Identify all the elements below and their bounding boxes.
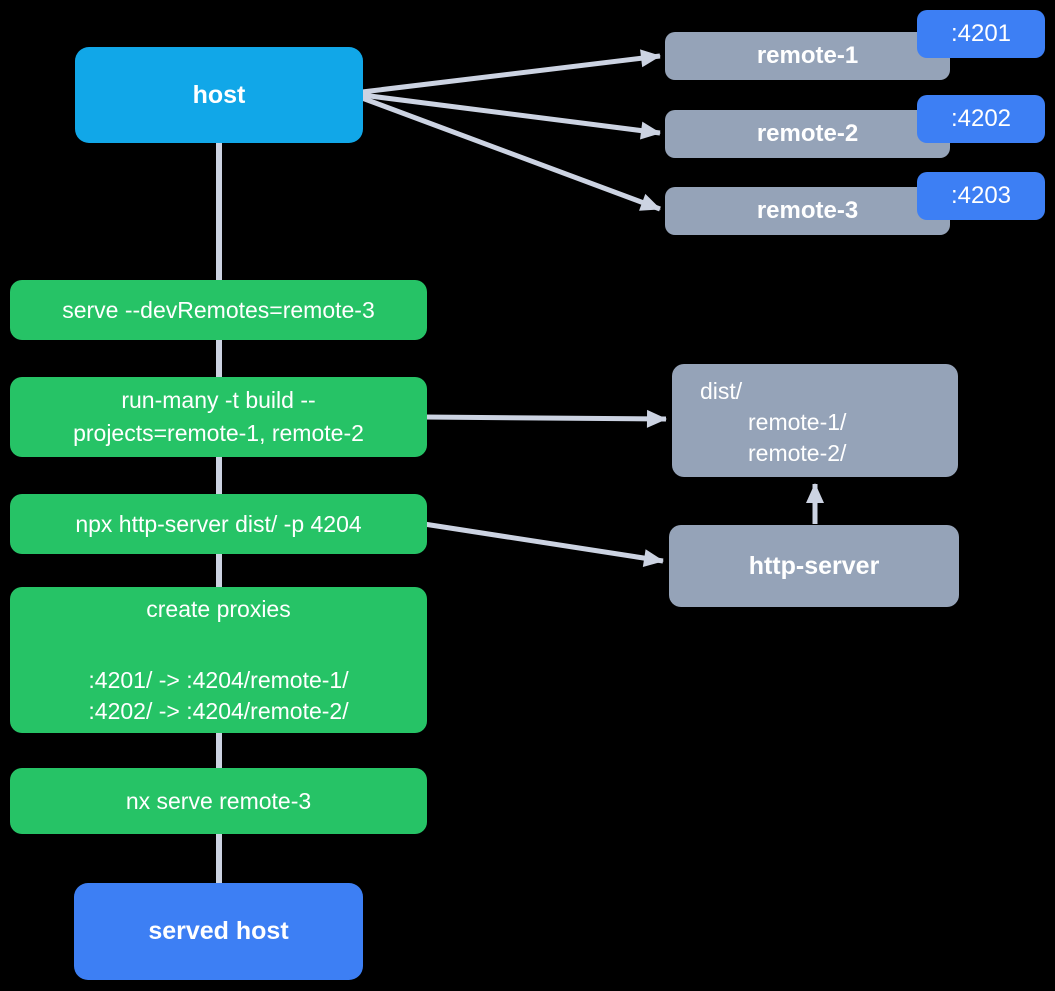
command-npx-http-server: npx http-server dist/ -p 4204 bbox=[10, 494, 427, 554]
port-badge-4203: :4203 bbox=[917, 172, 1045, 220]
port-badge-4201: :4201 bbox=[917, 10, 1045, 58]
port-badge-4202: :4202 bbox=[917, 95, 1045, 143]
dist-folder-line: remote-2/ bbox=[748, 440, 847, 466]
host-node: host bbox=[75, 47, 363, 143]
command-line: nx serve remote-3 bbox=[125, 787, 312, 814]
dist-folder-line: remote-1/ bbox=[748, 409, 847, 435]
arrow-host-to-remote-1 bbox=[361, 49, 661, 95]
remote-3-label: remote-3 bbox=[756, 197, 859, 224]
port-4203-label: :4203 bbox=[950, 182, 1012, 209]
remote-1-label: remote-1 bbox=[756, 42, 859, 69]
command-create-proxies: create proxies :4201/ -> :4204/remote-1/… bbox=[10, 587, 427, 733]
arrow-build-to-dist bbox=[423, 409, 667, 428]
host-label: host bbox=[192, 80, 246, 109]
command-run-many-build: run-many -t build -- projects=remote-1, … bbox=[10, 377, 427, 457]
remote-1-node: remote-1 bbox=[665, 32, 950, 80]
served-host-label: served host bbox=[148, 917, 289, 945]
arrow-host-to-remote-3 bbox=[361, 95, 661, 212]
command-line: :4201/ -> :4204/remote-1/ bbox=[88, 666, 349, 693]
dist-folder-line: dist/ bbox=[700, 378, 743, 404]
remote-3-node: remote-3 bbox=[665, 187, 950, 235]
command-line: create proxies bbox=[146, 595, 291, 622]
dist-folder-node: dist/ remote-1/ remote-2/ bbox=[672, 364, 958, 477]
command-serve-dev-remotes: serve --devRemotes=remote-3 bbox=[10, 280, 427, 340]
command-line: npx http-server dist/ -p 4204 bbox=[75, 510, 362, 537]
command-line: :4202/ -> :4204/remote-2/ bbox=[88, 697, 349, 724]
remote-2-label: remote-2 bbox=[756, 120, 859, 147]
remote-2-node: remote-2 bbox=[665, 110, 950, 158]
command-nx-serve-remote-3: nx serve remote-3 bbox=[10, 768, 427, 834]
http-server-label: http-server bbox=[748, 551, 880, 580]
http-server-node: http-server bbox=[669, 525, 959, 607]
command-line: serve --devRemotes=remote-3 bbox=[62, 296, 375, 323]
command-line: projects=remote-1, remote-2 bbox=[73, 420, 364, 446]
served-host-node: served host bbox=[74, 883, 363, 980]
arrow-command-to-http-server bbox=[423, 521, 664, 567]
command-line: run-many -t build -- bbox=[121, 387, 316, 413]
port-4202-label: :4202 bbox=[950, 105, 1012, 132]
arrow-host-to-remote-2 bbox=[361, 92, 661, 140]
port-4201-label: :4201 bbox=[950, 20, 1012, 47]
